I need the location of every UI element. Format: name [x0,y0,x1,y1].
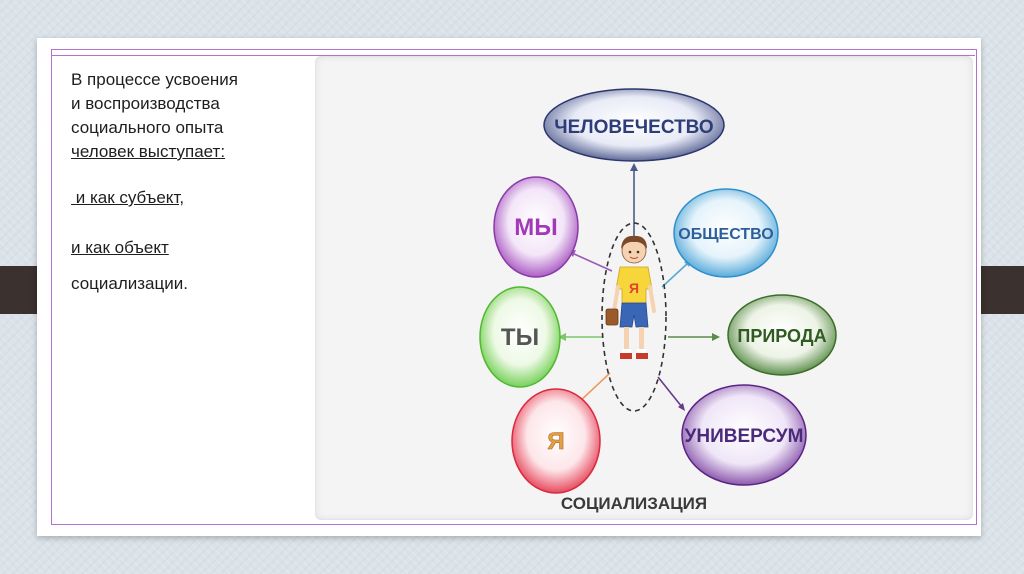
text-line-subject: и как субъект, [71,188,185,207]
label-you: ТЫ [501,324,539,351]
slide-text: В процессе усвоения и воспроизводства со… [71,68,311,296]
label-universe: УНИВЕРСУМ [685,426,804,447]
arrow-to-self [577,372,611,404]
node-society: ОБЩЕСТВО [673,188,779,278]
slide-frame [51,49,977,525]
node-self: Я [511,388,601,494]
node-nature: ПРИРОДА [727,294,837,376]
arrow-to-we [571,252,613,272]
shirt-letter: Я [629,280,639,296]
node-universe: УНИВЕРСУМ [681,384,807,486]
node-humanity: ЧЕЛОВЕЧЕСТВО [543,88,725,162]
arrow-to-society [661,262,689,288]
arrow-to-universe [657,376,683,408]
text-line-socialization: социализации. [71,274,188,293]
text-line-3: социального опыта [71,118,224,137]
label-we: МЫ [514,214,558,241]
node-we: МЫ [493,176,579,278]
text-line-4: человек выступает: [71,142,226,161]
text-line-object: и как объект [71,238,169,257]
slide: В процессе усвоения и воспроизводства со… [37,38,981,536]
label-humanity: ЧЕЛОВЕЧЕСТВО [554,117,713,138]
slide-frame-inner-line [51,55,975,56]
diagram-caption: СОЦИАЛИЗАЦИЯ [561,494,707,513]
socialization-diagram: ЧЕЛОВЕЧЕСТВО МЫ ОБЩЕСТВО ТЫ ПРИРОДА Я [479,88,837,513]
boy-figure: Я [605,235,656,359]
label-society: ОБЩЕСТВО [678,226,773,243]
label-nature: ПРИРОДА [737,326,826,346]
text-line-1: В процессе усвоения [71,70,239,89]
center-dashed-outline [601,222,667,412]
diagram-panel: ЧЕЛОВЕЧЕСТВО МЫ ОБЩЕСТВО ТЫ ПРИРОДА Я [315,56,973,520]
label-self: Я [547,428,564,455]
node-you: ТЫ [479,286,561,388]
left-dark-band [0,266,44,314]
text-line-2: и воспроизводства [71,94,220,113]
